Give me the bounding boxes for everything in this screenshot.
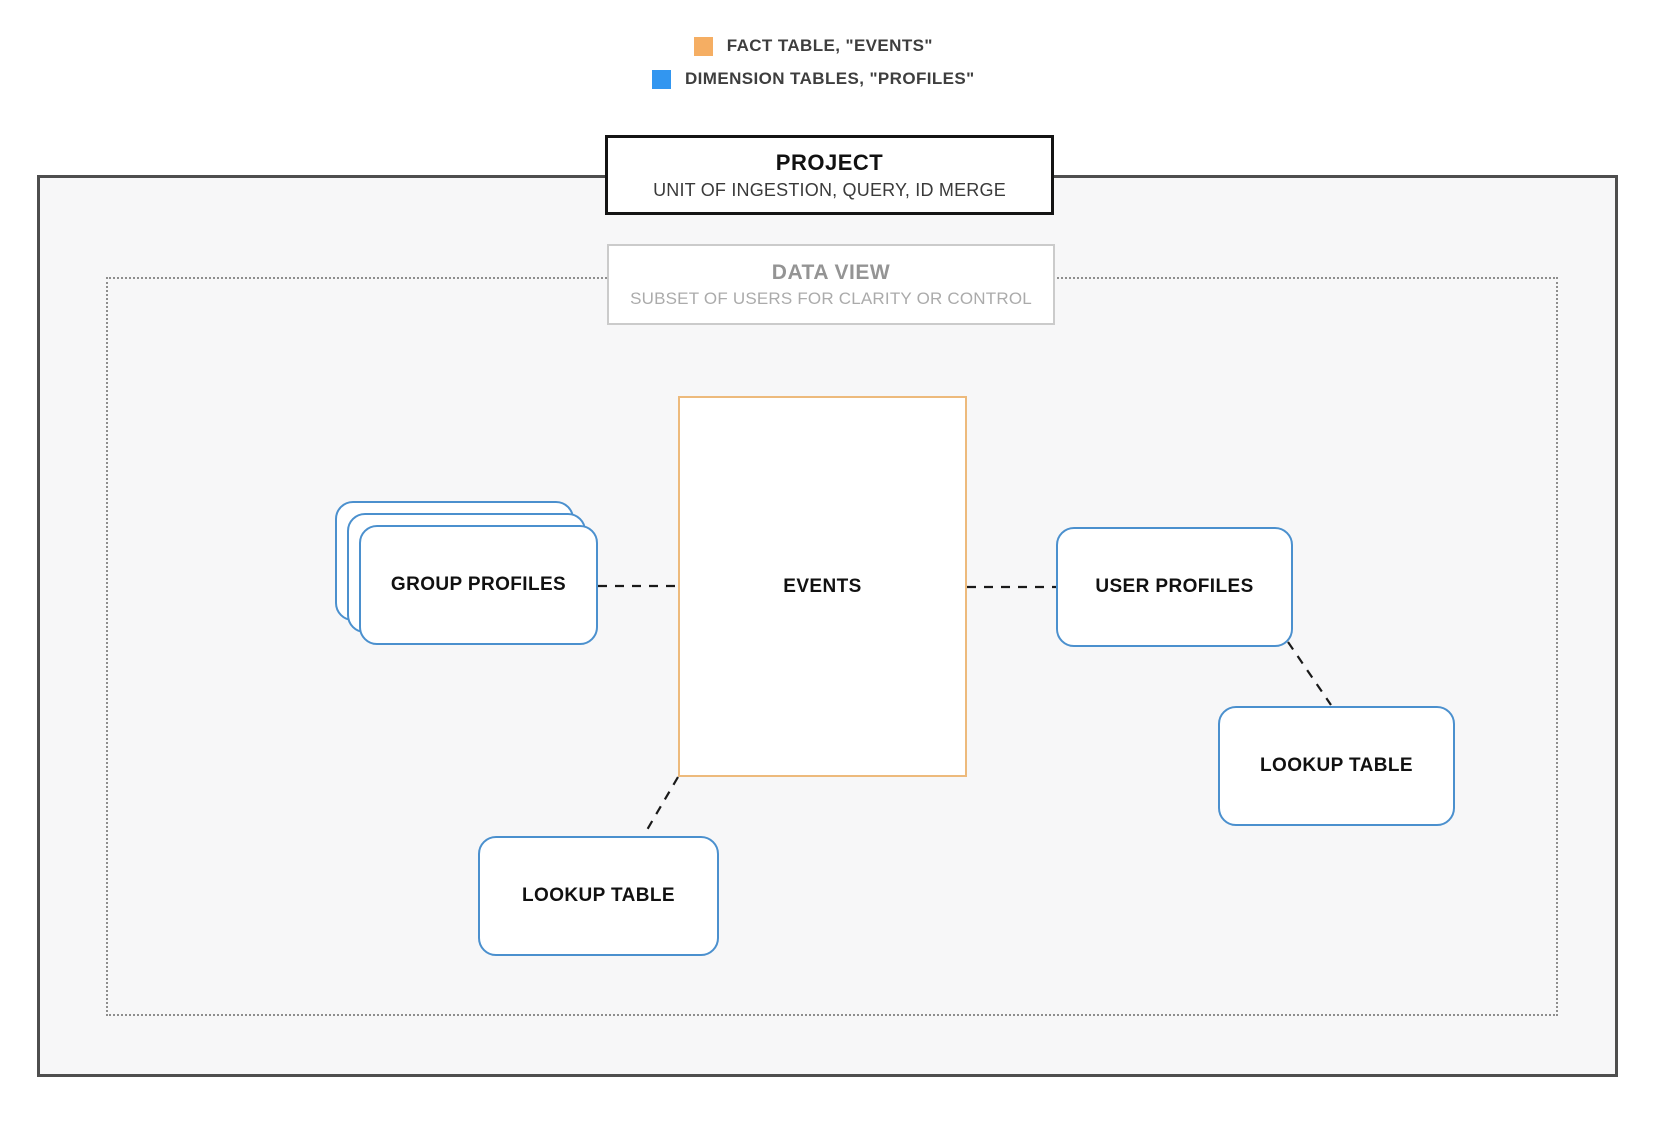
legend-label-dimension: DIMENSION TABLES, "PROFILES" [685,69,975,88]
data-view-subtitle: SUBSET OF USERS FOR CLARITY OR CONTROL [630,288,1032,308]
data-view-title-box: DATA VIEW SUBSET OF USERS FOR CLARITY OR… [607,244,1055,325]
node-lookup-table-left-label: LOOKUP TABLE [522,885,675,906]
project-subtitle: UNIT OF INGESTION, QUERY, ID MERGE [653,179,1006,200]
node-lookup-table-right: LOOKUP TABLE [1218,706,1455,826]
fact-table-swatch-icon [693,36,713,56]
node-events-label: EVENTS [783,575,862,597]
project-title: PROJECT [775,149,884,175]
node-user-profiles: USER PROFILES [1056,527,1293,647]
data-view-title: DATA VIEW [771,260,891,284]
legend-item-fact: FACT TABLE, "EVENTS" [693,36,933,56]
node-group-profiles-label: GROUP PROFILES [390,574,567,595]
legend: FACT TABLE, "EVENTS" DIMENSION TABLES, "… [652,36,975,89]
node-group-profiles: GROUP PROFILES [359,525,598,645]
node-lookup-table-right-label: LOOKUP TABLE [1260,755,1413,776]
dimension-table-swatch-icon [652,69,671,89]
project-title-box: PROJECT UNIT OF INGESTION, QUERY, ID MER… [605,135,1054,215]
legend-item-dimension: DIMENSION TABLES, "PROFILES" [652,69,975,89]
node-lookup-table-left: LOOKUP TABLE [478,836,719,956]
node-user-profiles-label: USER PROFILES [1095,576,1254,597]
node-events: EVENTS [678,396,967,777]
legend-label-fact: FACT TABLE, "EVENTS" [726,36,933,55]
